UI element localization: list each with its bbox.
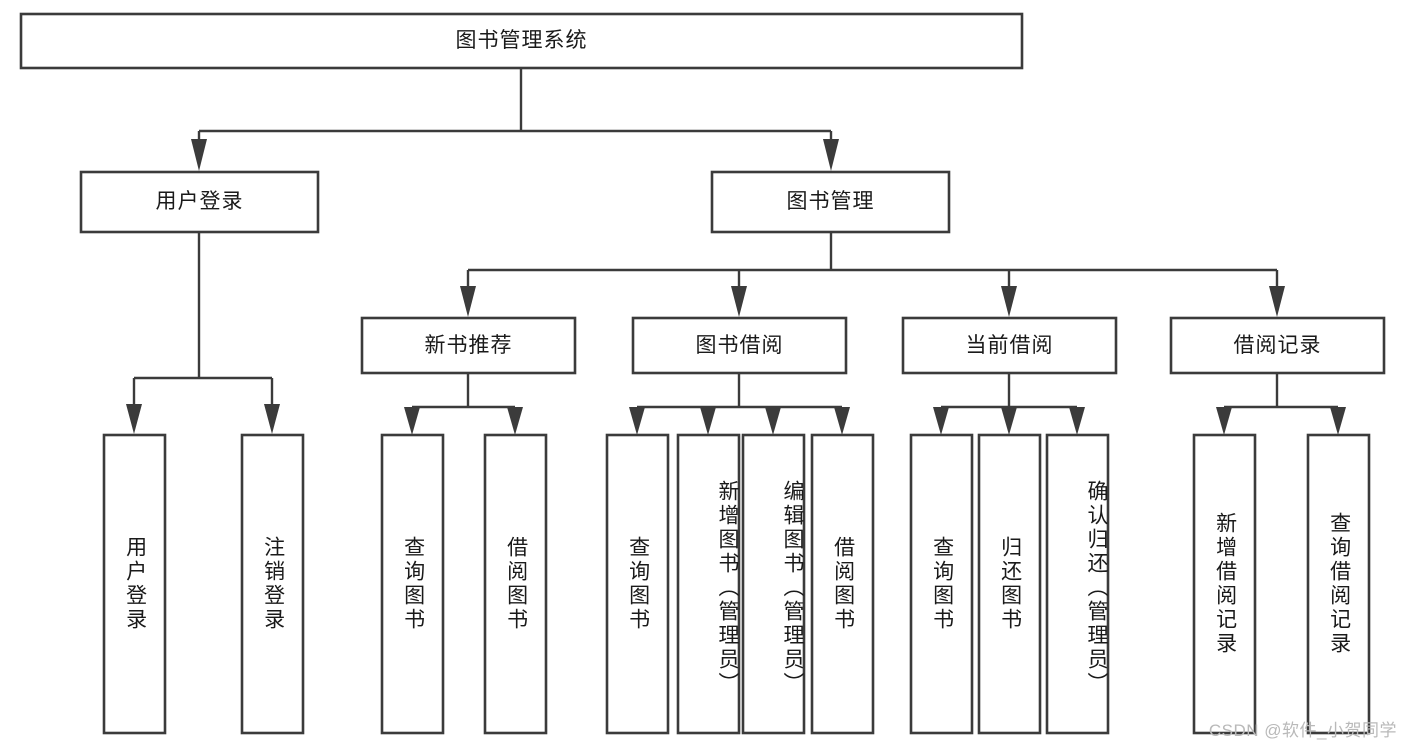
node-leaf-user-login-box[interactable] [102,433,167,735]
node-leaf-query-book-3-box[interactable] [909,433,974,735]
node-root-box[interactable] [19,12,1024,70]
arrow-head-leaf-borrow-book-2 [834,407,850,435]
node-current-borrow-box[interactable] [901,316,1118,375]
arrow-head-leaf-edit-book [765,407,781,435]
node-leaf-edit-book-box[interactable] [741,433,806,735]
node-borrow-record-box[interactable] [1169,316,1386,375]
node-leaf-add-book-box[interactable] [676,433,741,735]
node-user-login-box[interactable] [79,170,320,234]
node-leaf-confirm-return-box[interactable] [1045,433,1110,735]
arrow-head-user-login [191,139,207,171]
node-leaf-return-book-box[interactable] [977,433,1042,735]
arrow-head-leaf-query-book-1 [404,407,420,435]
csdn-watermark: CSDN @软件_小贺同学 [1208,721,1397,740]
arrow-head-book-management [823,139,839,171]
arrow-head-borrow-record [1269,286,1285,317]
arrow-head-leaf-add-record [1216,407,1232,435]
arrow-head-leaf-confirm-return [1069,407,1085,435]
node-leaf-borrow-book-2-box[interactable] [810,433,875,735]
node-new-book-recommend-box[interactable] [360,316,577,375]
node-leaf-query-book-1-box[interactable] [380,433,445,735]
node-leaf-query-book-2-box[interactable] [605,433,670,735]
node-leaf-borrow-book-1-box[interactable] [483,433,548,735]
arrow-head-leaf-borrow-book-1 [507,407,523,435]
node-leaf-user-logout-box[interactable] [240,433,305,735]
arrow-head-book-borrow [731,286,747,317]
node-book-management-box[interactable] [710,170,951,234]
arrow-head-leaf-query-record [1330,407,1346,435]
node-leaf-add-record-box[interactable] [1192,433,1257,735]
arrow-head-leaf-user-logout [264,404,280,434]
arrow-head-leaf-user-login [126,404,142,434]
arrow-head-leaf-query-book-2 [629,407,645,435]
arrow-head-current-borrow [1001,286,1017,317]
node-book-borrow-box[interactable] [631,316,848,375]
arrow-head-leaf-return-book [1001,407,1017,435]
node-leaf-query-record-box[interactable] [1306,433,1371,735]
arrow-head-leaf-query-book-3 [933,407,949,435]
arrow-head-leaf-add-book [700,407,716,435]
arrow-head-new-book-recommend [460,286,476,317]
